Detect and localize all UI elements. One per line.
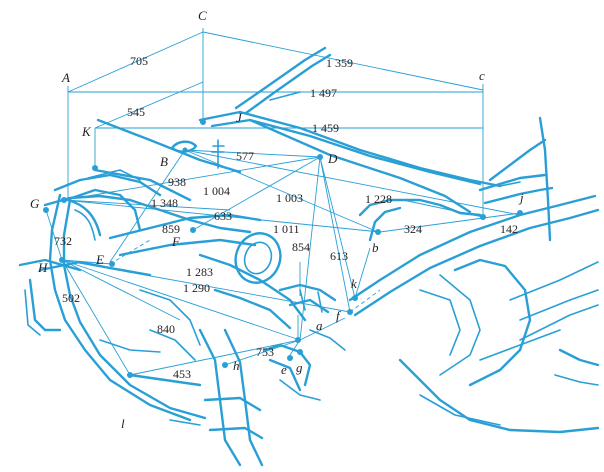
dimension-453: 453 <box>173 367 191 381</box>
dimension-840: 840 <box>157 322 175 336</box>
label-A: A <box>61 70 70 85</box>
dimension-1003: 1 003 <box>276 191 303 205</box>
label-f: f <box>336 308 342 323</box>
dimension-1359: 1 359 <box>326 56 353 70</box>
dimension-577: 577 <box>236 149 254 163</box>
dimension-142: 142 <box>500 222 518 236</box>
label-E: E <box>95 252 104 267</box>
point-h-dot <box>222 362 228 368</box>
point-J-dot <box>200 119 206 125</box>
dimension-938: 938 <box>168 175 186 189</box>
dimension-859: 859 <box>162 222 180 236</box>
dimension-613: 613 <box>330 249 348 263</box>
label-C: C <box>198 8 207 23</box>
label-e: e <box>281 362 287 377</box>
dimension-324: 324 <box>404 222 422 236</box>
point-j-dot <box>517 210 523 216</box>
reference-points <box>43 119 523 378</box>
dimension-732: 732 <box>54 234 72 248</box>
dimension-1290: 1 290 <box>183 281 210 295</box>
dimension-705: 705 <box>130 54 148 68</box>
point-c-dot <box>480 214 486 220</box>
label-c: c <box>479 68 485 83</box>
label-k: k <box>351 276 357 291</box>
dimension-1011: 1 011 <box>273 222 300 236</box>
point-l-dot <box>127 372 133 378</box>
label-b: b <box>372 240 379 255</box>
dimension-1283: 1 283 <box>186 265 213 279</box>
point-a-dot <box>295 337 301 343</box>
dimension-1348: 1 348 <box>151 196 178 210</box>
label-F: F <box>171 234 181 249</box>
dimension-1497: 1 497 <box>310 86 337 100</box>
dimension-lines <box>45 28 521 376</box>
label-J: J <box>236 110 243 125</box>
point-G-dot <box>43 207 49 213</box>
label-l: l <box>121 416 125 431</box>
point-labels: C A c K J B D G j F b H E k f a g h e l <box>30 8 524 431</box>
point-E-dot <box>109 261 115 267</box>
dimension-1459: 1 459 <box>312 121 339 135</box>
point-D-dot <box>317 154 323 160</box>
label-K: K <box>81 124 92 139</box>
label-g: g <box>296 360 303 375</box>
car-body-outline <box>18 46 600 467</box>
label-h: h <box>233 358 240 373</box>
label-a: a <box>316 318 323 333</box>
point-g-dot <box>297 349 303 355</box>
point-K-dot <box>92 165 98 171</box>
dimension-1228: 1 228 <box>365 192 392 206</box>
point-F-dot <box>190 227 196 233</box>
dimension-502: 502 <box>62 291 80 305</box>
point-b-dot <box>375 229 381 235</box>
point-e-dot <box>287 355 293 361</box>
point-f-dot <box>347 309 353 315</box>
label-B: B <box>160 154 168 169</box>
label-j: j <box>518 190 524 205</box>
point-k-dot <box>352 295 358 301</box>
point-H-dot <box>59 257 65 263</box>
label-G: G <box>30 196 40 211</box>
dimension-854: 854 <box>292 240 310 254</box>
dimension-545: 545 <box>127 105 145 119</box>
point-B-dot <box>182 147 188 153</box>
dimension-labels: 705 1 359 545 1 497 1 459 577 938 1 004 … <box>54 54 518 381</box>
point-G2-dot <box>61 197 67 203</box>
label-D: D <box>327 151 338 166</box>
dimension-1004: 1 004 <box>203 184 230 198</box>
label-H: H <box>37 260 48 275</box>
dimension-633: 633 <box>214 209 232 223</box>
dimension-753: 753 <box>256 345 274 359</box>
